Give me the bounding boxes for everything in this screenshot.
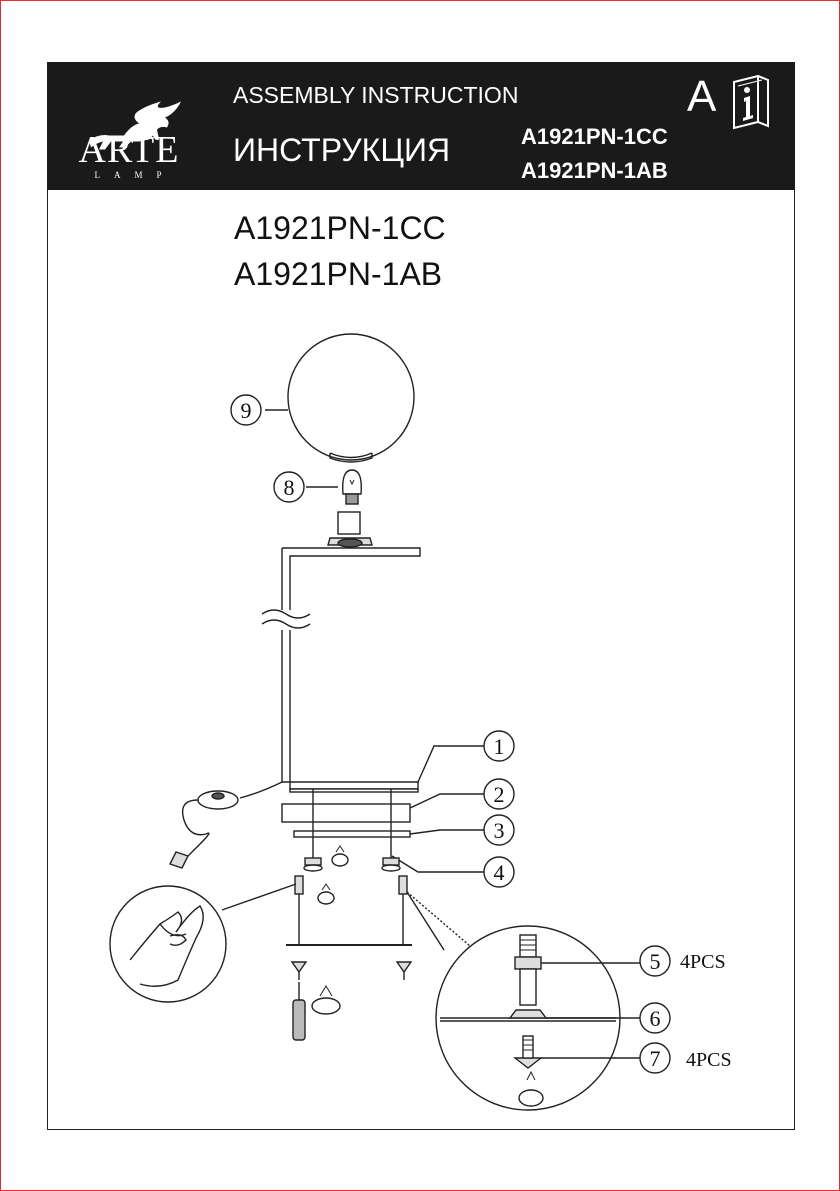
screwdriver xyxy=(292,982,306,1041)
lamp-stand xyxy=(261,547,421,790)
quantity-7: 4PCS xyxy=(686,1049,732,1071)
quantity-5: 4PCS xyxy=(680,951,726,973)
callout-2: 2 xyxy=(494,782,505,807)
callout-3: 3 xyxy=(494,818,505,843)
language-letter: A xyxy=(687,72,717,121)
callout-9: 9 xyxy=(241,398,252,423)
info-book-icon xyxy=(733,74,769,130)
callout-6: 6 xyxy=(650,1006,661,1031)
glass-globe xyxy=(287,333,415,463)
light-bulb xyxy=(342,469,362,505)
power-cable-with-switch xyxy=(169,781,283,869)
title-russian: ИНСТРУКЦИЯ xyxy=(233,132,451,168)
callout-7: 7 xyxy=(650,1046,661,1071)
brand-subtitle: LAMP xyxy=(94,170,176,180)
title-english: ASSEMBLY INSTRUCTION xyxy=(233,82,519,108)
model-number-2: A1921PN-1AB xyxy=(234,256,443,292)
hand-detail-circle xyxy=(109,883,297,1003)
griffin-logo-icon xyxy=(89,101,181,150)
callout-5: 5 xyxy=(650,949,661,974)
model-number-1: A1921PN-1CC xyxy=(234,210,446,246)
callout-8: 8 xyxy=(284,475,295,500)
fixing-detail-circle xyxy=(406,891,640,1111)
callout-1: 1 xyxy=(494,734,505,759)
header-model-2: A1921PN-1AB xyxy=(521,158,668,183)
brand-name: ARTE xyxy=(78,129,180,171)
header-bar: ARTE LAMP ASSEMBLY INSTRUCTION ИНСТРУКЦИ… xyxy=(47,62,795,190)
header-model-1: A1921PN-1CC xyxy=(521,124,668,149)
callout-4: 4 xyxy=(494,860,505,885)
